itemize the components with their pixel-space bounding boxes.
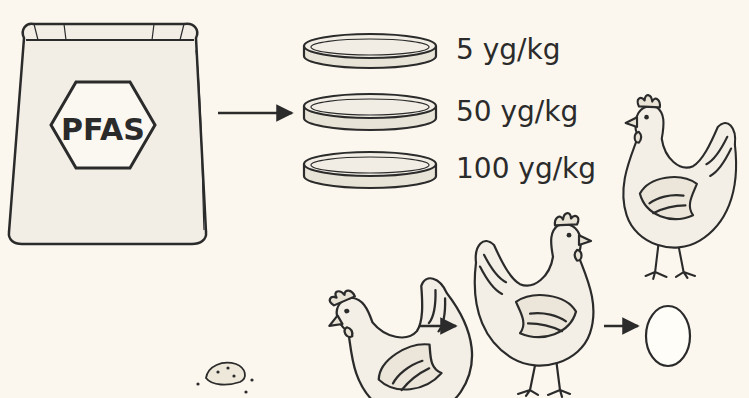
- dose-label: 50 yg/kg: [456, 94, 578, 129]
- flow-arrow: [604, 325, 638, 328]
- dose-label: 5 yg/kg: [456, 32, 560, 67]
- feed-pile: [196, 363, 253, 394]
- node-outline: [296, 90, 446, 136]
- dose-dish: 50 yg/kg: [296, 90, 616, 136]
- pfas-feed-bag: PFAS: [4, 10, 210, 246]
- node-outline: [296, 30, 446, 76]
- node-outline: [296, 146, 446, 194]
- dose-dish: 100 yg/kg: [296, 146, 616, 194]
- hen-right: [623, 95, 736, 279]
- flow-arrow: [420, 325, 456, 328]
- standing-hen: [475, 213, 594, 397]
- bag-label: PFAS: [4, 111, 202, 149]
- dose-dish: 5 yg/kg: [296, 30, 616, 76]
- egg: [646, 306, 690, 366]
- dose-label: 100 yg/kg: [456, 151, 596, 186]
- flow-arrow: [218, 112, 292, 115]
